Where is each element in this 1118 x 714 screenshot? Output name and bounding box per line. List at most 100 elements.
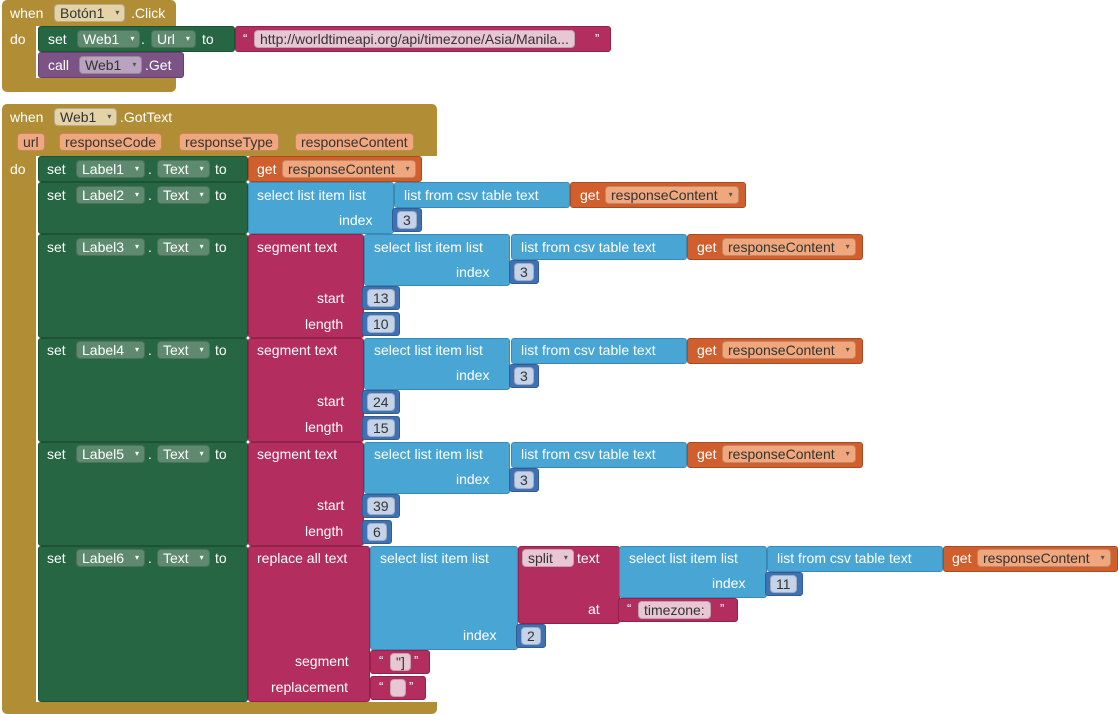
start-value[interactable]: 13 bbox=[367, 289, 395, 307]
property-dropdown-text[interactable]: Text ▾ bbox=[157, 238, 210, 256]
get-keyword: get bbox=[697, 239, 717, 255]
chevron-down-icon: ▾ bbox=[199, 242, 204, 251]
component-name: Web1 bbox=[60, 109, 97, 125]
index-value[interactable]: 3 bbox=[397, 211, 417, 229]
event-body-bar bbox=[2, 26, 36, 78]
label-dropdown[interactable]: Label1▾ bbox=[76, 160, 146, 178]
select-list-item-block[interactable] bbox=[364, 442, 510, 494]
label-dropdown[interactable]: Label2▾ bbox=[76, 186, 146, 204]
list-from-csv-block[interactable] bbox=[511, 338, 687, 364]
split-mode: split bbox=[528, 550, 553, 566]
chevron-down-icon: ▾ bbox=[199, 345, 204, 354]
variable-dropdown[interactable]: responseContent▾ bbox=[977, 549, 1111, 567]
index-label: index bbox=[456, 367, 490, 383]
segment-label: segment bbox=[295, 653, 349, 669]
split-dropdown[interactable]: split▾ bbox=[522, 549, 574, 567]
property-dropdown-text[interactable]: Text▾ bbox=[157, 341, 210, 359]
get-keyword: get bbox=[697, 342, 717, 358]
select-list-item-keyword: select list item list bbox=[257, 187, 366, 203]
split-at-value[interactable]: timezone: bbox=[638, 601, 711, 619]
chevron-down-icon: ▾ bbox=[132, 60, 137, 69]
index-value[interactable]: 11 bbox=[770, 575, 797, 593]
replace-all-keyword: replace all text bbox=[257, 550, 348, 566]
start-value[interactable]: 39 bbox=[367, 497, 395, 515]
event-footer bbox=[2, 702, 437, 714]
property-name: Text bbox=[163, 550, 189, 566]
list-from-csv-block[interactable] bbox=[511, 234, 687, 260]
start-value[interactable]: 24 bbox=[367, 393, 395, 411]
list-from-csv-block[interactable] bbox=[767, 546, 943, 572]
index-value[interactable]: 3 bbox=[514, 263, 534, 281]
property-dropdown-text[interactable]: Text▾ bbox=[157, 186, 210, 204]
replace-all-block[interactable] bbox=[248, 546, 370, 702]
label-dropdown[interactable]: Label6▾ bbox=[76, 549, 146, 567]
select-list-item-block[interactable] bbox=[619, 546, 767, 598]
label-dropdown[interactable]: Label4 ▾ bbox=[76, 341, 146, 359]
select-list-item-keyword: select list item list bbox=[374, 446, 483, 462]
chevron-down-icon: ▾ bbox=[107, 112, 112, 121]
chevron-down-icon: ▾ bbox=[1100, 553, 1105, 562]
property-dropdown-text[interactable]: Text▾ bbox=[157, 549, 210, 567]
component-name: Label6 bbox=[82, 550, 125, 566]
param-url[interactable]: url bbox=[17, 133, 45, 151]
replacement-value[interactable] bbox=[390, 679, 406, 697]
select-list-item-block[interactable] bbox=[364, 338, 510, 390]
chevron-down-icon: ▾ bbox=[135, 345, 140, 354]
property-name: Text bbox=[163, 239, 189, 255]
component-name: Label4 bbox=[82, 342, 125, 358]
index-value[interactable]: 2 bbox=[521, 627, 541, 645]
variable-dropdown[interactable]: responseContent▾ bbox=[605, 186, 739, 204]
list-from-csv-block[interactable] bbox=[511, 442, 687, 468]
quote-open-icon: “ bbox=[627, 601, 632, 616]
component-dropdown-boton1[interactable]: Botón1▾ bbox=[54, 4, 126, 22]
label-dropdown[interactable]: Label5▾ bbox=[76, 445, 146, 463]
property-dropdown-text[interactable]: Text▾ bbox=[157, 160, 210, 178]
get-keyword: get bbox=[697, 446, 717, 462]
label-dropdown[interactable]: Label3▾ bbox=[76, 238, 146, 256]
length-value[interactable]: 6 bbox=[367, 523, 387, 541]
param-responsecode[interactable]: responseCode bbox=[59, 133, 163, 151]
quote-close-icon: ” bbox=[595, 31, 600, 46]
dot-separator: . bbox=[141, 31, 145, 47]
segment-block[interactable] bbox=[248, 338, 364, 442]
list-from-csv-keyword: list from csv table text bbox=[521, 446, 656, 462]
component-dropdown-web1[interactable]: Web1 ▾ bbox=[54, 108, 118, 126]
segment-keyword: segment text bbox=[257, 239, 338, 255]
variable-name: responseContent bbox=[728, 446, 835, 462]
set-keyword: set bbox=[47, 239, 66, 255]
param-responsecontent[interactable]: responseContent bbox=[295, 133, 414, 151]
segment-block[interactable] bbox=[248, 234, 364, 338]
param-responsetype[interactable]: responseType bbox=[179, 133, 279, 151]
property-dropdown-text[interactable]: Text▾ bbox=[157, 445, 210, 463]
to-keyword: to bbox=[215, 161, 227, 177]
select-list-item-block[interactable] bbox=[370, 546, 518, 650]
property-dropdown-url[interactable]: Url▾ bbox=[151, 30, 196, 48]
segment-value[interactable]: "] bbox=[390, 653, 411, 671]
property-name: Url bbox=[157, 31, 175, 47]
target-dropdown-web1[interactable]: Web1▾ bbox=[77, 30, 141, 48]
quote-close-icon: ” bbox=[720, 601, 725, 616]
index-value[interactable]: 3 bbox=[514, 471, 534, 489]
component-name: Web1 bbox=[83, 31, 120, 47]
length-value[interactable]: 10 bbox=[367, 315, 395, 333]
set-label6-text-block[interactable] bbox=[38, 546, 248, 702]
method-name: .Get bbox=[145, 57, 172, 73]
variable-dropdown[interactable]: responseContent▾ bbox=[282, 160, 416, 178]
segment-block[interactable] bbox=[248, 442, 364, 546]
select-list-item-block[interactable] bbox=[364, 234, 510, 286]
variable-dropdown[interactable]: responseContent▾ bbox=[722, 445, 856, 463]
length-value[interactable]: 15 bbox=[367, 419, 395, 437]
quote-close-icon: ” bbox=[409, 679, 414, 694]
when-keyword: when bbox=[10, 109, 44, 125]
to-keyword: to bbox=[215, 550, 227, 566]
length-label: length bbox=[305, 316, 344, 332]
call-component-dropdown[interactable]: Web1▾ bbox=[79, 56, 143, 74]
component-name: Label5 bbox=[82, 446, 125, 462]
select-list-item-block[interactable] bbox=[248, 182, 394, 234]
list-from-csv-block[interactable] bbox=[394, 182, 570, 208]
variable-dropdown[interactable]: responseContent▾ bbox=[722, 341, 856, 359]
to-keyword: to bbox=[215, 187, 227, 203]
variable-dropdown[interactable]: responseContent▾ bbox=[722, 238, 856, 256]
index-value[interactable]: 3 bbox=[514, 367, 534, 385]
url-text-field[interactable]: http://worldtimeapi.org/api/timezone/Asi… bbox=[254, 30, 575, 48]
